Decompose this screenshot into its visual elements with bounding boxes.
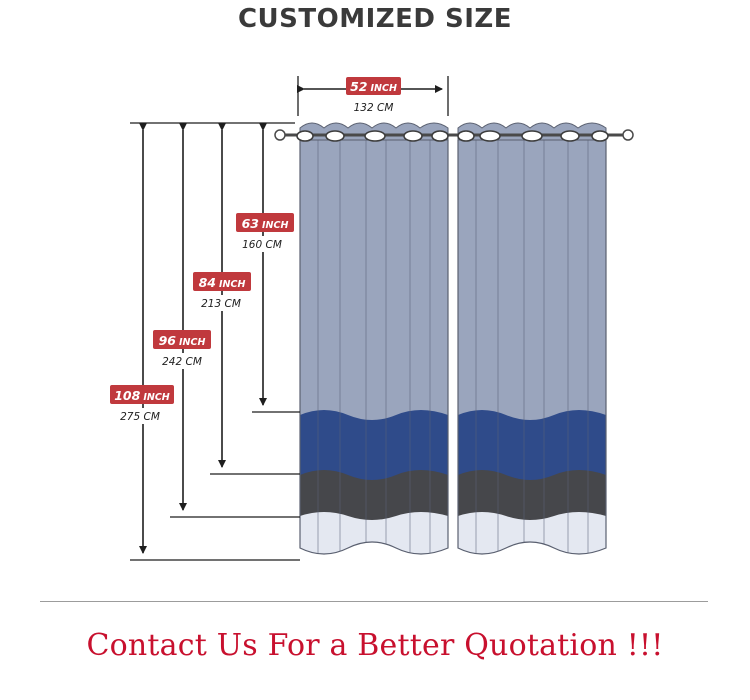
page-title: CUSTOMIZED SIZE xyxy=(237,4,513,34)
height-badge-108 xyxy=(110,385,174,404)
curtain-light-band xyxy=(300,140,448,420)
contact-message: Contact Us For a Better Quotation !!! xyxy=(86,628,664,663)
height-badge-84 xyxy=(193,272,251,291)
curtain-blue-band xyxy=(300,410,448,480)
height-84-inch-value: 84 xyxy=(199,275,216,290)
height-96-inch-value: 96 xyxy=(159,333,177,348)
grommets xyxy=(296,130,609,142)
rod-finial-right xyxy=(622,129,634,141)
curtain-panel-left xyxy=(300,140,448,554)
curtain-panel-right xyxy=(458,140,606,554)
curtain-white-band xyxy=(458,512,606,554)
height-84-inch-unit: INCH xyxy=(219,279,245,290)
height-108-inch-unit: INCH xyxy=(143,392,169,403)
height-96-cm-label: 242 CM xyxy=(162,356,202,368)
height-96-inch-unit: INCH xyxy=(179,337,205,348)
width-inch-unit: INCH xyxy=(370,83,396,94)
height-108-inch-value: 108 xyxy=(114,388,140,403)
height-84-cm-label: 213 CM xyxy=(201,298,241,310)
curtain-fold-lines xyxy=(317,140,431,554)
divider xyxy=(40,601,708,602)
width-inch-value: 52 xyxy=(350,79,367,94)
curtain-dark-band xyxy=(300,470,448,520)
curtain-light-band xyxy=(458,140,606,420)
curtain-fold-lines xyxy=(475,140,589,554)
height-63-cm-label: 160 CM xyxy=(242,239,282,251)
height-63-inch-unit: INCH xyxy=(262,220,288,231)
curtain-dark-band xyxy=(458,470,606,520)
height-63-inch-value: 63 xyxy=(242,216,259,231)
height-badge-63 xyxy=(236,213,294,232)
height-badge-96 xyxy=(153,330,211,349)
width-cm-label: 132 CM xyxy=(354,102,394,114)
curtain-white-band xyxy=(300,512,448,554)
height-108-cm-label: 275 CM xyxy=(120,411,160,423)
curtain-blue-band xyxy=(458,410,606,480)
rod-finial-left xyxy=(274,129,286,141)
